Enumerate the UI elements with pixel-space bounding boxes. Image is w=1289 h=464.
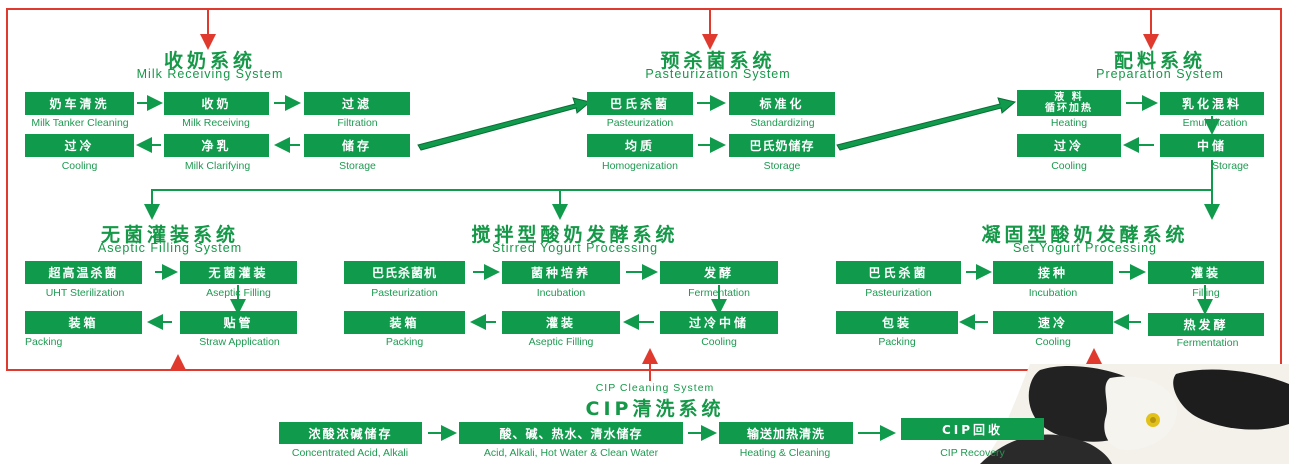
caption-packing-3: Packing — [878, 336, 916, 348]
caption-filling: Filling — [1192, 287, 1220, 299]
step-uht-sterilization: 超高温杀菌 — [25, 261, 142, 284]
caption-pasteurization-1: Pasteurization — [606, 117, 674, 129]
caption-heating: Heating — [1050, 117, 1088, 129]
caption-milk-receiving: Milk Receiving — [182, 117, 250, 129]
caption-packing-1: Packing — [25, 336, 63, 348]
step-aseptic-filling-2: 灌装 — [502, 311, 620, 334]
step-pasteurization-1: 巴氏杀菌 — [587, 92, 693, 115]
stirred-yogurt-subtitle: Stirred Yogurt Processing — [491, 241, 659, 255]
caption-filtration: Filtration — [337, 117, 378, 129]
caption-fermentation-2: Fermentation — [1176, 337, 1239, 349]
milk-receiving-subtitle: Milk Receiving System — [136, 67, 284, 81]
caption-homogenization: Homogenization — [602, 160, 678, 172]
caption-aseptic-filling-1: Aseptic Filling — [206, 287, 271, 299]
caption-standardizing: Standardizing — [750, 117, 815, 129]
step-packing-2: 装箱 — [344, 311, 465, 334]
step-pasteurized-milk-storage: 巴氏奶储存 — [729, 134, 835, 157]
step-pasteurization-3: 巴氏杀菌 — [836, 261, 961, 284]
caption-storage-1: Storage — [339, 160, 376, 172]
step-packing-1: 装箱 — [25, 311, 142, 334]
caption-pasteurization-3: Pasteurization — [865, 287, 932, 299]
caption-heating-cleaning: Heating & Cleaning — [739, 447, 831, 459]
step-milk-clarifying: 净乳 — [164, 134, 269, 157]
set-yogurt-subtitle: Set Yogurt Processing — [1013, 241, 1157, 255]
step-milk-receiving: 收奶 — [164, 92, 269, 115]
process-frame — [6, 8, 1282, 371]
step-fermentation-2: 热发酵 — [1148, 313, 1264, 336]
caption-cip-recovery: CIP Recovery — [940, 447, 1005, 459]
caption-uht-sterilization: UHT Sterilization — [45, 287, 125, 299]
caption-acid-alkali-storage: Concentrated Acid, Alkali — [291, 447, 409, 459]
preparation-title: 配料系统 — [1113, 50, 1206, 72]
step-incubation-2: 接种 — [993, 261, 1113, 284]
step-acid-alkali-storage: 浓酸浓碱储存 — [279, 422, 422, 444]
milk-receiving-title: 收奶系统 — [163, 50, 256, 72]
aseptic-filling-title: 无菌灌装系统 — [100, 224, 239, 246]
step-cip-recovery: CIP回收 — [901, 418, 1044, 440]
cip-subtitle: CIP Cleaning System — [595, 382, 715, 394]
set-yogurt-title: 凝固型酸奶发酵系统 — [981, 224, 1189, 246]
caption-incubation-1: Incubation — [536, 287, 586, 299]
step-water-storage: 酸、碱、热水、清水储存 — [459, 422, 683, 444]
pasteurization-title: 预杀菌系统 — [660, 50, 776, 72]
caption-rapid-cooling: Cooling — [1035, 336, 1071, 348]
step-milk-tanker-cleaning: 奶车清洗 — [25, 92, 134, 115]
cow-illustration — [940, 364, 1289, 464]
step-standardizing: 标准化 — [729, 92, 835, 115]
step-intermediate-storage: 中储 — [1160, 134, 1264, 157]
step-emulsification: 乳化混料 — [1160, 92, 1264, 115]
step-packing-3: 包装 — [836, 311, 958, 334]
caption-milk-clarifying: Milk Clarifying — [184, 160, 251, 172]
caption-intermediate-storage: Storage — [1212, 160, 1249, 172]
step-heating-line1: 液 料 — [1054, 92, 1084, 103]
caption-emulsification: Emulsification — [1182, 117, 1248, 129]
step-pasteurizer-2: 巴氏杀菌机 — [344, 261, 465, 284]
step-storage-1: 储存 — [304, 134, 410, 157]
step-heating: 液 料 循环加热 — [1017, 90, 1121, 116]
step-rapid-cooling: 速冷 — [993, 311, 1113, 334]
step-filling: 灌装 — [1148, 261, 1264, 284]
step-heating-line2: 循环加热 — [1045, 103, 1093, 114]
caption-water-storage: Acid, Alkali, Hot Water & Clean Water — [483, 447, 659, 459]
step-incubation-1: 菌种培养 — [502, 261, 620, 284]
caption-cooling-storage: Cooling — [701, 336, 737, 348]
caption-incubation-2: Incubation — [1028, 287, 1078, 299]
flow-arrows — [136, 95, 1220, 441]
step-cooling-1: 过冷 — [25, 134, 134, 157]
caption-packing-2: Packing — [385, 336, 424, 348]
step-filtration: 过滤 — [304, 92, 410, 115]
pasteurization-subtitle: Pasteurization System — [645, 67, 791, 81]
step-cooling-storage: 过冷中储 — [660, 311, 778, 334]
cip-title: CIP清洗系统 — [585, 398, 725, 420]
aseptic-filling-subtitle: Aseptic Filling System — [97, 241, 243, 255]
caption-milk-tanker-cleaning: Milk Tanker Cleaning — [31, 117, 129, 129]
caption-aseptic-filling-2: Aseptic Filling — [528, 336, 594, 348]
step-aseptic-filling-1: 无菌灌装 — [180, 261, 297, 284]
step-homogenization: 均质 — [587, 134, 693, 157]
step-straw-application: 贴管 — [180, 311, 297, 334]
caption-cooling-1: Cooling — [61, 160, 98, 172]
step-fermentation-1: 发酵 — [660, 261, 778, 284]
transfer-arrows — [417, 97, 1017, 151]
step-cooling-2: 过冷 — [1017, 134, 1121, 157]
caption-pasteurized-milk-storage: Storage — [763, 160, 801, 172]
stirred-yogurt-title: 搅拌型酸奶发酵系统 — [471, 224, 679, 246]
step-heating-cleaning: 输送加热清洗 — [719, 422, 853, 444]
caption-pasteurizer-2: Pasteurization — [371, 287, 438, 299]
caption-straw-application: Straw Application — [199, 336, 280, 348]
input-arrows — [170, 8, 1159, 381]
preparation-subtitle: Preparation System — [1096, 67, 1224, 81]
caption-cooling-2: Cooling — [1051, 160, 1087, 172]
caption-fermentation-1: Fermentation — [688, 287, 750, 299]
